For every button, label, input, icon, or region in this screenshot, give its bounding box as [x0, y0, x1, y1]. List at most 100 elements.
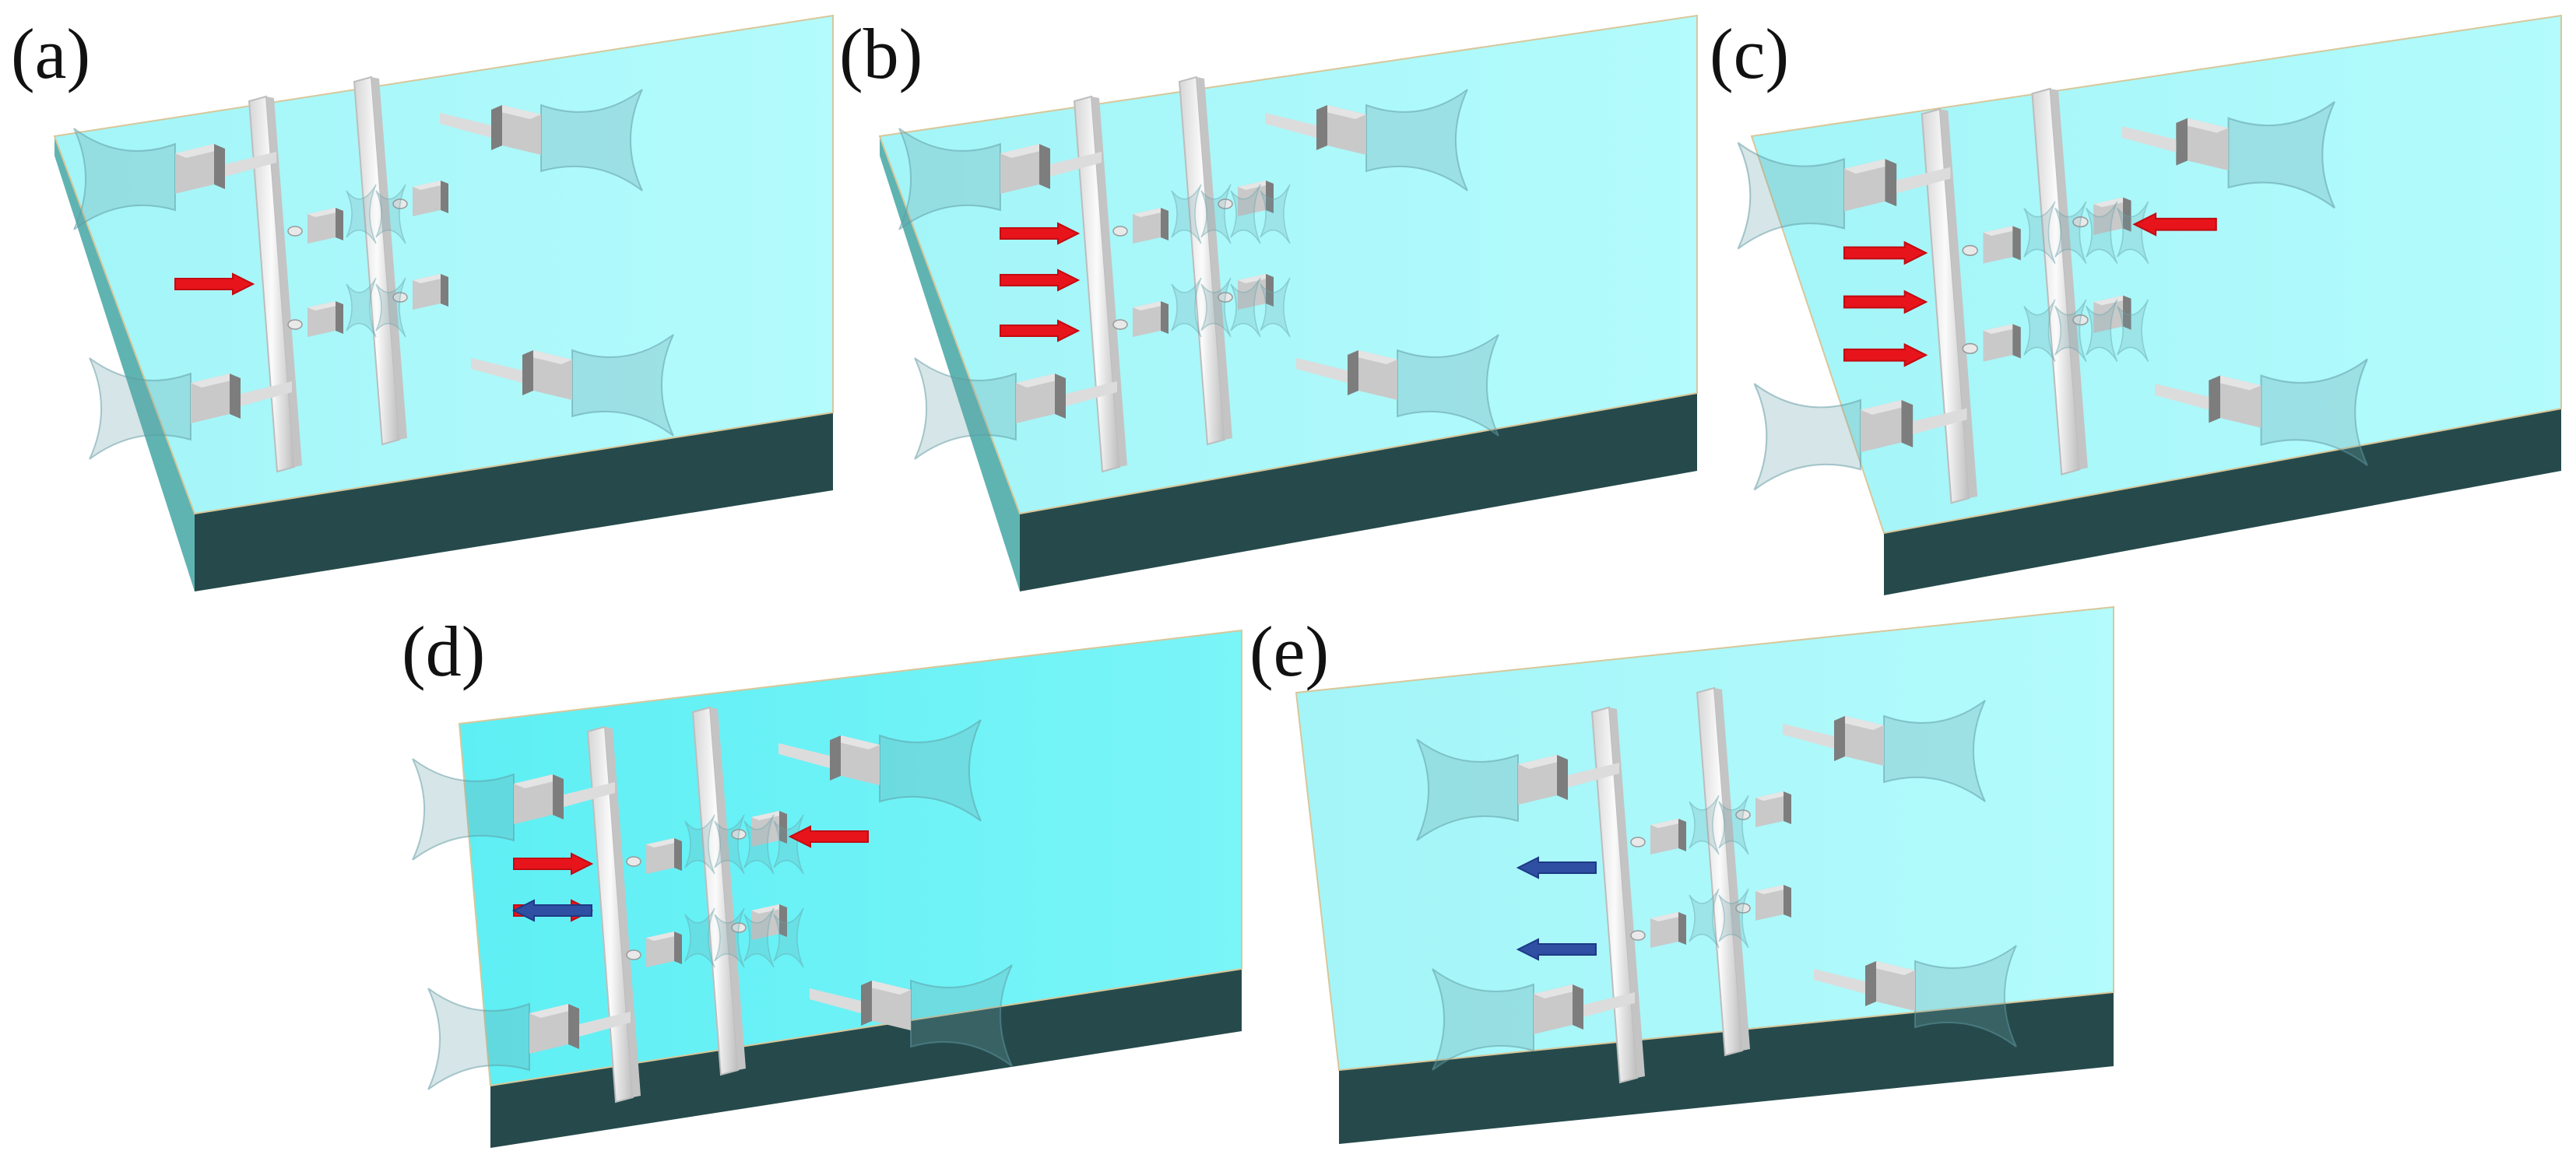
substrate-front	[1884, 409, 2561, 595]
wall-left-edge	[1939, 109, 1978, 498]
transducer-top-right-wrap	[778, 719, 982, 822]
wave-icon	[714, 907, 745, 968]
substrate-front	[1339, 992, 2114, 1144]
port-icon	[287, 226, 303, 237]
transducer-rod	[1896, 167, 1951, 194]
transducer-top-right-wrap	[2122, 100, 2335, 209]
transducer-rod	[2122, 126, 2177, 153]
resonator-top	[646, 838, 682, 847]
resonator-side	[1161, 301, 1169, 334]
transducer-rod	[810, 988, 861, 1013]
waves-upper	[2023, 201, 2149, 265]
resonator-lower-left	[1630, 912, 1686, 948]
transducer-top	[1000, 144, 1050, 158]
wall-left-edge	[1609, 707, 1645, 1078]
transducer-top-right	[1265, 89, 1468, 191]
wave-icon	[346, 277, 377, 338]
wall-left	[1921, 107, 1970, 504]
resonator-side	[1266, 181, 1274, 213]
panel-d: (d)	[402, 612, 1242, 1148]
wave-icon	[1718, 795, 1749, 855]
resonator-side	[2012, 324, 2021, 359]
resonator-upper-left	[1112, 208, 1169, 244]
arrow-icon	[1516, 856, 1597, 879]
substrate-front	[1020, 393, 1697, 591]
resonator-side	[779, 904, 787, 937]
panel-label-d: (d)	[402, 612, 485, 691]
substrate-top	[458, 629, 1242, 1087]
transducer-top-left	[898, 128, 1102, 230]
resonator-side	[336, 208, 343, 240]
wave-fan-icon	[1883, 700, 1986, 802]
wave-icon	[2054, 299, 2087, 363]
resonator-lower-right	[392, 274, 448, 310]
transducer-rod	[1265, 113, 1316, 138]
resonator-top	[1238, 274, 1274, 283]
resonator-top	[1133, 301, 1169, 311]
transducer-rod	[564, 782, 615, 807]
port-icon	[1112, 319, 1128, 330]
wall-right	[2031, 87, 2081, 475]
transducer-top	[1348, 350, 1397, 364]
resonator-side	[779, 811, 787, 844]
resonator-side	[674, 932, 682, 964]
resonator-lower-right	[1218, 274, 1274, 310]
panels-layer: (a)(b)(c)(d)(e)	[11, 14, 2562, 1148]
port-icon	[2072, 216, 2089, 228]
resonator-upper-right	[731, 811, 787, 847]
transducer-top-right-wrap	[1783, 700, 1986, 802]
arrow-blue-out-1	[511, 899, 592, 922]
transducer-side	[491, 105, 502, 150]
waves-lower	[346, 277, 406, 338]
transducer-bottom-right-wrap	[1296, 334, 1499, 437]
transducer-top-left	[412, 758, 615, 861]
wave-icon	[1230, 184, 1261, 244]
arrow-red-in-3	[1000, 319, 1081, 342]
panel-label-c: (c)	[1710, 14, 1789, 93]
transducer-top-right	[778, 719, 982, 822]
transducer-top	[2176, 118, 2229, 133]
arrow-icon	[1843, 342, 1928, 367]
wall-right-edge	[1714, 688, 1750, 1051]
panel-a: (a)	[11, 14, 834, 591]
transducer-top	[1534, 984, 1583, 998]
transducer-top	[522, 350, 572, 364]
arrow-blue-out-1	[1516, 856, 1597, 879]
wave-icon	[1171, 184, 1202, 244]
wave-icon	[2086, 201, 2118, 265]
wave-fan-icon	[1737, 142, 1846, 250]
port-icon	[287, 319, 303, 330]
wave-icon	[2023, 299, 2056, 363]
arrow-red-opposite-1	[788, 825, 869, 848]
arrow-blue-out-2	[1516, 938, 1597, 961]
waves-lower	[2023, 299, 2149, 363]
transducer-rod	[225, 152, 276, 177]
transducer-top-right	[440, 89, 643, 191]
wave-fan-icon	[910, 964, 1013, 1067]
transducer-bottom-right	[2155, 358, 2368, 466]
resonator-top	[308, 301, 343, 311]
transducer-top	[1016, 374, 1066, 388]
waves-upper	[1171, 184, 1291, 244]
transducer-side	[214, 144, 225, 189]
arrow-icon	[1516, 938, 1597, 961]
transducer-side	[1316, 105, 1327, 150]
transducer-rod	[1814, 969, 1865, 994]
device-c	[1737, 87, 2368, 504]
transducer-bottom-right	[1296, 334, 1499, 437]
resonator-top	[1755, 885, 1791, 894]
transducer-bottom-left	[1432, 968, 1635, 1071]
transducer-rod	[471, 358, 522, 383]
wave-icon	[1260, 277, 1291, 338]
transducer-top	[191, 374, 241, 388]
resonator-upper-left	[1962, 226, 2021, 264]
transducer-bottom-right	[810, 964, 1013, 1067]
transducer-side	[2176, 118, 2188, 166]
wave-fan-icon	[1397, 334, 1499, 437]
transducer-top	[1518, 755, 1568, 769]
port-icon	[1218, 292, 1233, 303]
resonator-top	[751, 811, 787, 820]
transducer-rod	[1583, 992, 1635, 1017]
waves-lower	[1171, 277, 1291, 338]
